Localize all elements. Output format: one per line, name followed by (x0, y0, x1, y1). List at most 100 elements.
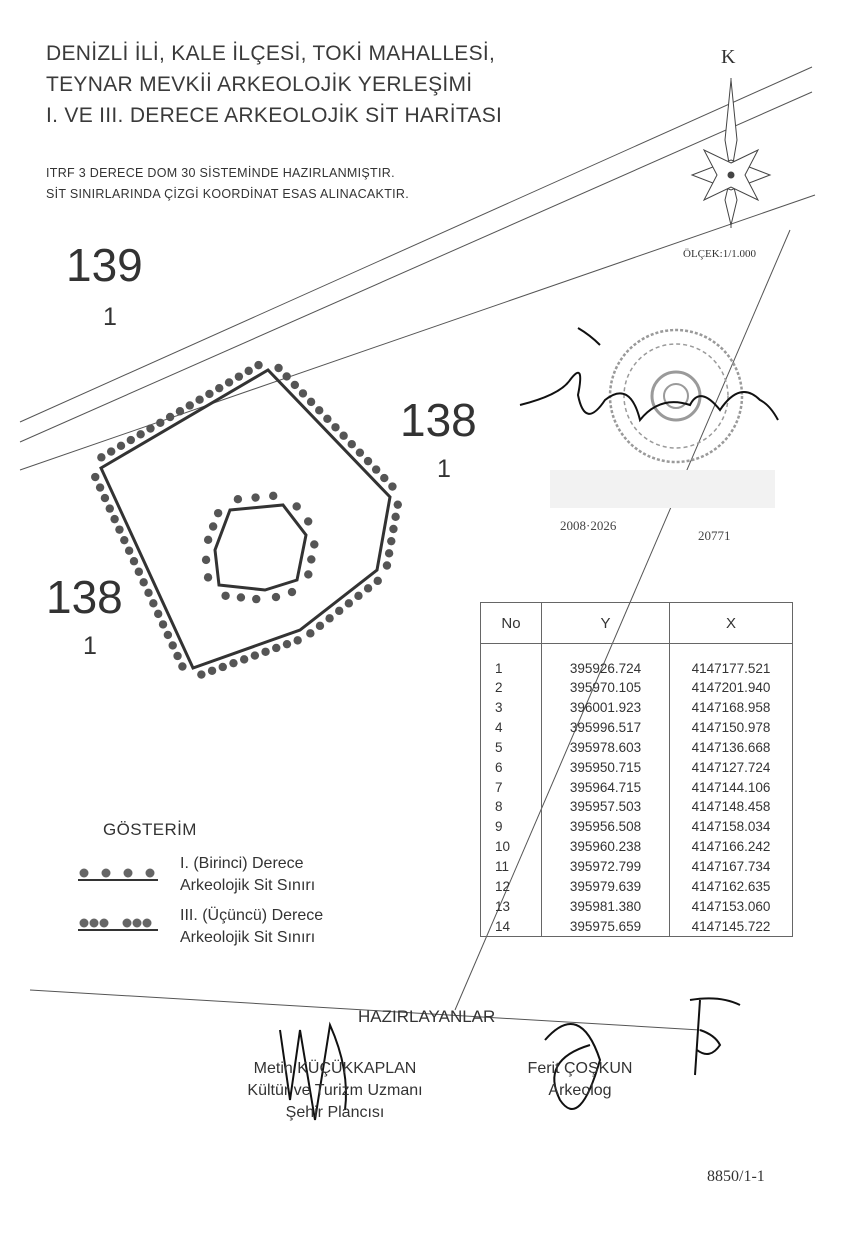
boundary-dot (373, 576, 382, 586)
boundary-dot (254, 360, 263, 370)
table-cell-y: 396001.923 (541, 697, 670, 718)
table-cell-y: 395996.517 (541, 717, 670, 738)
north-label: K (721, 46, 736, 68)
boundary-dot (106, 447, 116, 456)
boundary-dot (116, 441, 126, 451)
preparer-name: Ferit ÇOŞKUN (527, 1060, 633, 1077)
boundary-dot (149, 599, 158, 608)
boundary-dot (354, 591, 363, 601)
table-cell-y: 395972.799 (541, 856, 670, 877)
boundary-dot (306, 397, 316, 407)
road-line-lower (19, 91, 813, 443)
column-header-y: Y (541, 602, 670, 644)
boundary-dot (384, 549, 394, 558)
boundary-dot (197, 670, 206, 679)
boundary-dot (208, 522, 218, 531)
legend-item-first-degree: I. (Birinci) Derece Arkeolojik Sit Sınır… (180, 853, 315, 897)
north-arrow-icon (690, 78, 772, 228)
table-cell-x: 4147150.978 (691, 720, 771, 736)
boundary-dot (110, 514, 119, 524)
boundary-dot (251, 493, 260, 502)
boundary-dot (271, 592, 281, 602)
boundary-dot (165, 412, 175, 422)
boundary-dot (126, 435, 136, 445)
boundary-dot (97, 453, 106, 462)
table-cell-x: 4147158.034 (691, 819, 771, 835)
boundary-dot (215, 383, 224, 393)
stamp-number: 20771 (698, 528, 731, 543)
table-cell-y: 395960.238 (541, 836, 670, 857)
boundary-dot (201, 555, 211, 565)
table-cell-no: 1 (480, 658, 542, 679)
boundary-dot (315, 621, 325, 631)
boundary-dot (129, 557, 139, 566)
parcel-number: 138 (400, 394, 477, 446)
table-cell-no: 10 (480, 836, 542, 857)
legend-item-label: Arkeolojik Sit Sınırı (180, 877, 316, 894)
table-cell-no: 4 (480, 717, 542, 738)
map-subtitle: ITRF 3 DERECE DOM 30 SİSTEMİNDE HAZIRLAN… (46, 163, 409, 205)
table-cell-x: 4147145.722 (691, 918, 771, 934)
boundary-dot (234, 372, 244, 381)
boundary-dot (387, 536, 396, 546)
boundary-dot (205, 389, 214, 399)
boundary-dot (282, 639, 292, 649)
table-cell-x: 4147201.940 (691, 680, 771, 696)
document-number: 8850/1-1 (707, 1168, 765, 1185)
third-degree-site-boundary (213, 503, 308, 592)
boundary-dot (153, 609, 163, 619)
boundary-dot (207, 666, 217, 675)
table-cell-y: 395975.659 (541, 916, 670, 937)
boundary-dot (229, 658, 238, 668)
preparer-role: Kültür ve Turizm Uzmanı (247, 1082, 423, 1099)
boundary-dot (323, 414, 332, 423)
parcel-sub-number: 1 (83, 632, 97, 660)
boundary-dot (224, 378, 234, 387)
boundary-dot (203, 535, 213, 545)
table-cell-no: 12 (480, 876, 542, 897)
table-cell-x: 4147144.106 (691, 779, 771, 795)
boundary-dot (100, 493, 110, 503)
boundary-dot (175, 407, 185, 416)
table-cell-x: 4147168.958 (691, 700, 771, 716)
boundary-dot (105, 504, 114, 513)
legend-item-third-degree: III. (Üçüncü) Derece Arkeolojik Sit Sını… (180, 905, 323, 949)
boundary-dot (272, 643, 281, 653)
boundary-dot (239, 655, 249, 664)
preparer-1: Metin KÜÇÜKKAPLAN Kültür ve Turizm Uzman… (205, 1058, 465, 1124)
road-line-upper (19, 66, 813, 423)
subtitle-line: ITRF 3 DERECE DOM 30 SİSTEMİNDE HAZIRLAN… (46, 166, 395, 180)
boundary-dot (173, 651, 182, 661)
boundary-dot (363, 584, 373, 593)
first-degree-site-boundary-dots (91, 360, 402, 679)
table-cell-no: 14 (480, 916, 542, 937)
boundary-dot (389, 524, 398, 534)
legend-item-label: I. (Birinci) Derece (180, 855, 304, 872)
boundary-dot (124, 546, 134, 555)
boundary-dot (388, 482, 397, 491)
boundary-dot (363, 456, 373, 466)
boundary-dot (355, 448, 365, 457)
column-header-no: No (480, 602, 542, 644)
table-cell-no: 11 (480, 856, 542, 877)
table-cell-no: 8 (480, 797, 542, 817)
legend-third-degree-symbol (78, 918, 158, 931)
boundary-dot (307, 555, 316, 564)
table-cell-y: 395950.715 (541, 757, 670, 778)
boundary-dot (163, 630, 173, 640)
boundary-dot (325, 614, 334, 623)
boundary-dot (91, 472, 100, 482)
boundary-dot (306, 629, 315, 638)
boundary-dot (195, 395, 204, 404)
boundary-dot (158, 620, 168, 629)
table-cell-x: 4147177.521 (691, 660, 771, 676)
table-cell-y: 395978.603 (541, 737, 670, 758)
boundary-dot (282, 372, 291, 381)
title-line: TEYNAR MEVKİİ ARKEOLOJİK YERLEŞİMİ (46, 73, 473, 96)
table-cell-x: 4147127.724 (691, 759, 771, 775)
